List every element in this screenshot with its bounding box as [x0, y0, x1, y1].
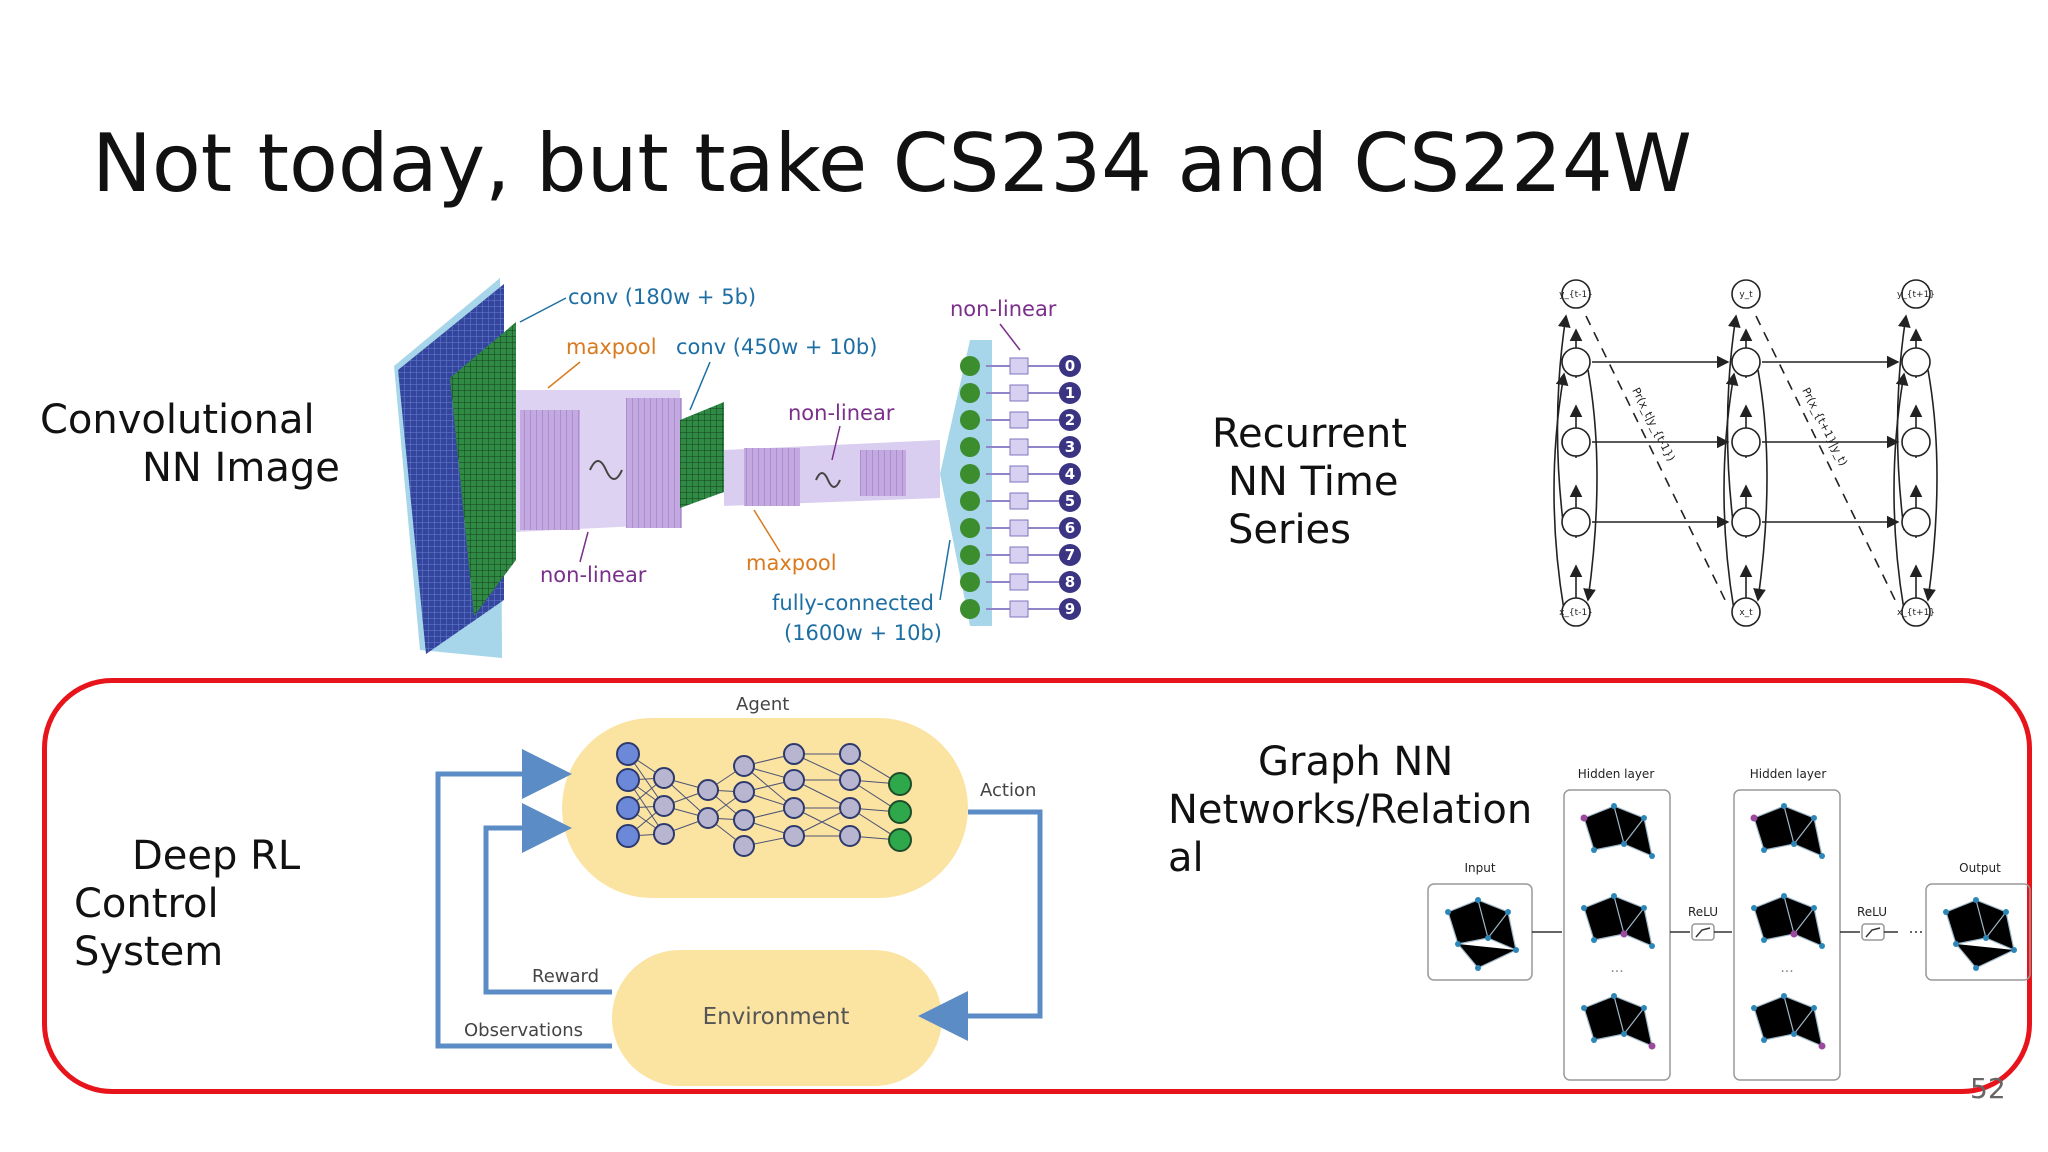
gnn-input-label: Input	[1464, 861, 1495, 875]
gnn-hidden2-box	[1733, 789, 1841, 1081]
cnn-conv2-annotation: conv (450w + 10b)	[676, 335, 877, 359]
cnn-maxpool2-annotation: maxpool	[746, 551, 837, 575]
page-number: 52	[1970, 1072, 2006, 1105]
highlight-frame	[42, 678, 2032, 1094]
cnn-label-line2: NN Image	[142, 445, 340, 491]
rnn-bottom-node-2: x_{t+1}	[1897, 608, 1935, 618]
rl-environment-box	[612, 950, 942, 1086]
gnn-hidden1-ellipsis: ...	[1610, 960, 1623, 976]
gnn-relu2-label: ReLU	[1857, 905, 1887, 919]
rnn-bottom-node-1: x_t	[1739, 608, 1753, 618]
rnn-diagram: y_{t-1} y_t y_{t+1} x_{t-1} x_t x_{t+1} …	[1553, 279, 1938, 627]
cnn-output-nodes	[960, 356, 980, 619]
rnn-bottom-node-0: x_{t-1}	[1559, 608, 1593, 618]
rl-label-line2: Control	[74, 881, 219, 927]
gnn-output-box	[1925, 883, 2031, 981]
gnn-output-label: Output	[1959, 861, 2001, 875]
rnn-label-line1: Recurrent	[1212, 411, 1407, 457]
cnn-maxpool1-layer	[520, 410, 580, 530]
slide-title: Not today, but take CS234 and CS224W	[92, 117, 1692, 210]
cnn-nonlinear-bottom-annotation: non-linear	[540, 563, 647, 587]
cnn-digit-6: 6	[1065, 519, 1075, 537]
cnn-digit-8: 8	[1065, 573, 1075, 591]
rl-agent-box	[562, 718, 968, 898]
cnn-conv1-layer	[450, 322, 516, 616]
gnn-hidden1-box	[1563, 789, 1671, 1081]
cnn-fc-annotation-line1: fully-connected	[772, 591, 934, 615]
rl-label-line1: Deep RL	[132, 833, 301, 879]
cnn-digit-4: 4	[1065, 465, 1075, 483]
rnn-top-node-0: y_{t-1}	[1559, 290, 1593, 300]
rnn-top-node-2: y_{t+1}	[1897, 290, 1935, 300]
rl-diagram: Agent Action Reward Observations Environ…	[435, 694, 1043, 1086]
rl-label-line3: System	[74, 929, 224, 975]
gnn-hidden1-label: Hidden layer	[1578, 767, 1655, 781]
rnn-label-line3: Series	[1228, 507, 1352, 553]
rnn-diag-label-1: Pr(x_{t+1}|y_t)	[1799, 385, 1850, 468]
cnn-digit-9: 9	[1065, 600, 1075, 618]
gnn-hidden2-ellipsis: ...	[1780, 960, 1793, 976]
cnn-digit-1: 1	[1065, 384, 1075, 402]
gnn-label-line1: Graph NN	[1258, 739, 1454, 785]
cnn-maxpool1-annotation: maxpool	[566, 335, 657, 359]
cnn-digit-5: 5	[1065, 492, 1075, 510]
cnn-conv2-layer	[680, 402, 724, 508]
cnn-label-line1: Convolutional	[40, 397, 315, 443]
cnn-nonlinear-mid-annotation: non-linear	[788, 401, 895, 425]
rl-agent-label: Agent	[736, 694, 789, 715]
rl-action-label: Action	[980, 780, 1036, 801]
cnn-digit-0: 0	[1065, 357, 1075, 375]
cnn-diagram: 0 1 2 3 4 5 6 7 8 9 conv (180w + 5b) max…	[394, 278, 1081, 658]
gnn-hidden2-label: Hidden layer	[1750, 767, 1827, 781]
rnn-top-node-1: y_t	[1739, 290, 1753, 300]
rl-reward-label: Reward	[532, 966, 599, 987]
cnn-digit-7: 7	[1065, 546, 1075, 564]
cnn-conv1-annotation: conv (180w + 5b)	[568, 285, 756, 309]
cnn-fc-annotation-line2: (1600w + 10b)	[784, 621, 942, 645]
gnn-label-line2: Networks/Relation	[1168, 787, 1533, 833]
cnn-digit-3: 3	[1065, 438, 1075, 456]
cnn-nonlinear-top-annotation: non-linear	[950, 297, 1057, 321]
gnn-diagram: Input Hidden layer Hidden layer ReLU ReL…	[1427, 767, 2031, 1081]
rnn-diag-label-0: Pr(x_t|y_{t-1})	[1629, 385, 1677, 463]
rl-observations-label: Observations	[464, 1020, 583, 1041]
rnn-label-line2: NN Time	[1228, 459, 1399, 505]
cnn-digit-2: 2	[1065, 411, 1075, 429]
gnn-label-line3: al	[1168, 835, 1204, 881]
gnn-relu1-label: ReLU	[1688, 905, 1718, 919]
rl-environment-label: Environment	[703, 1004, 850, 1030]
